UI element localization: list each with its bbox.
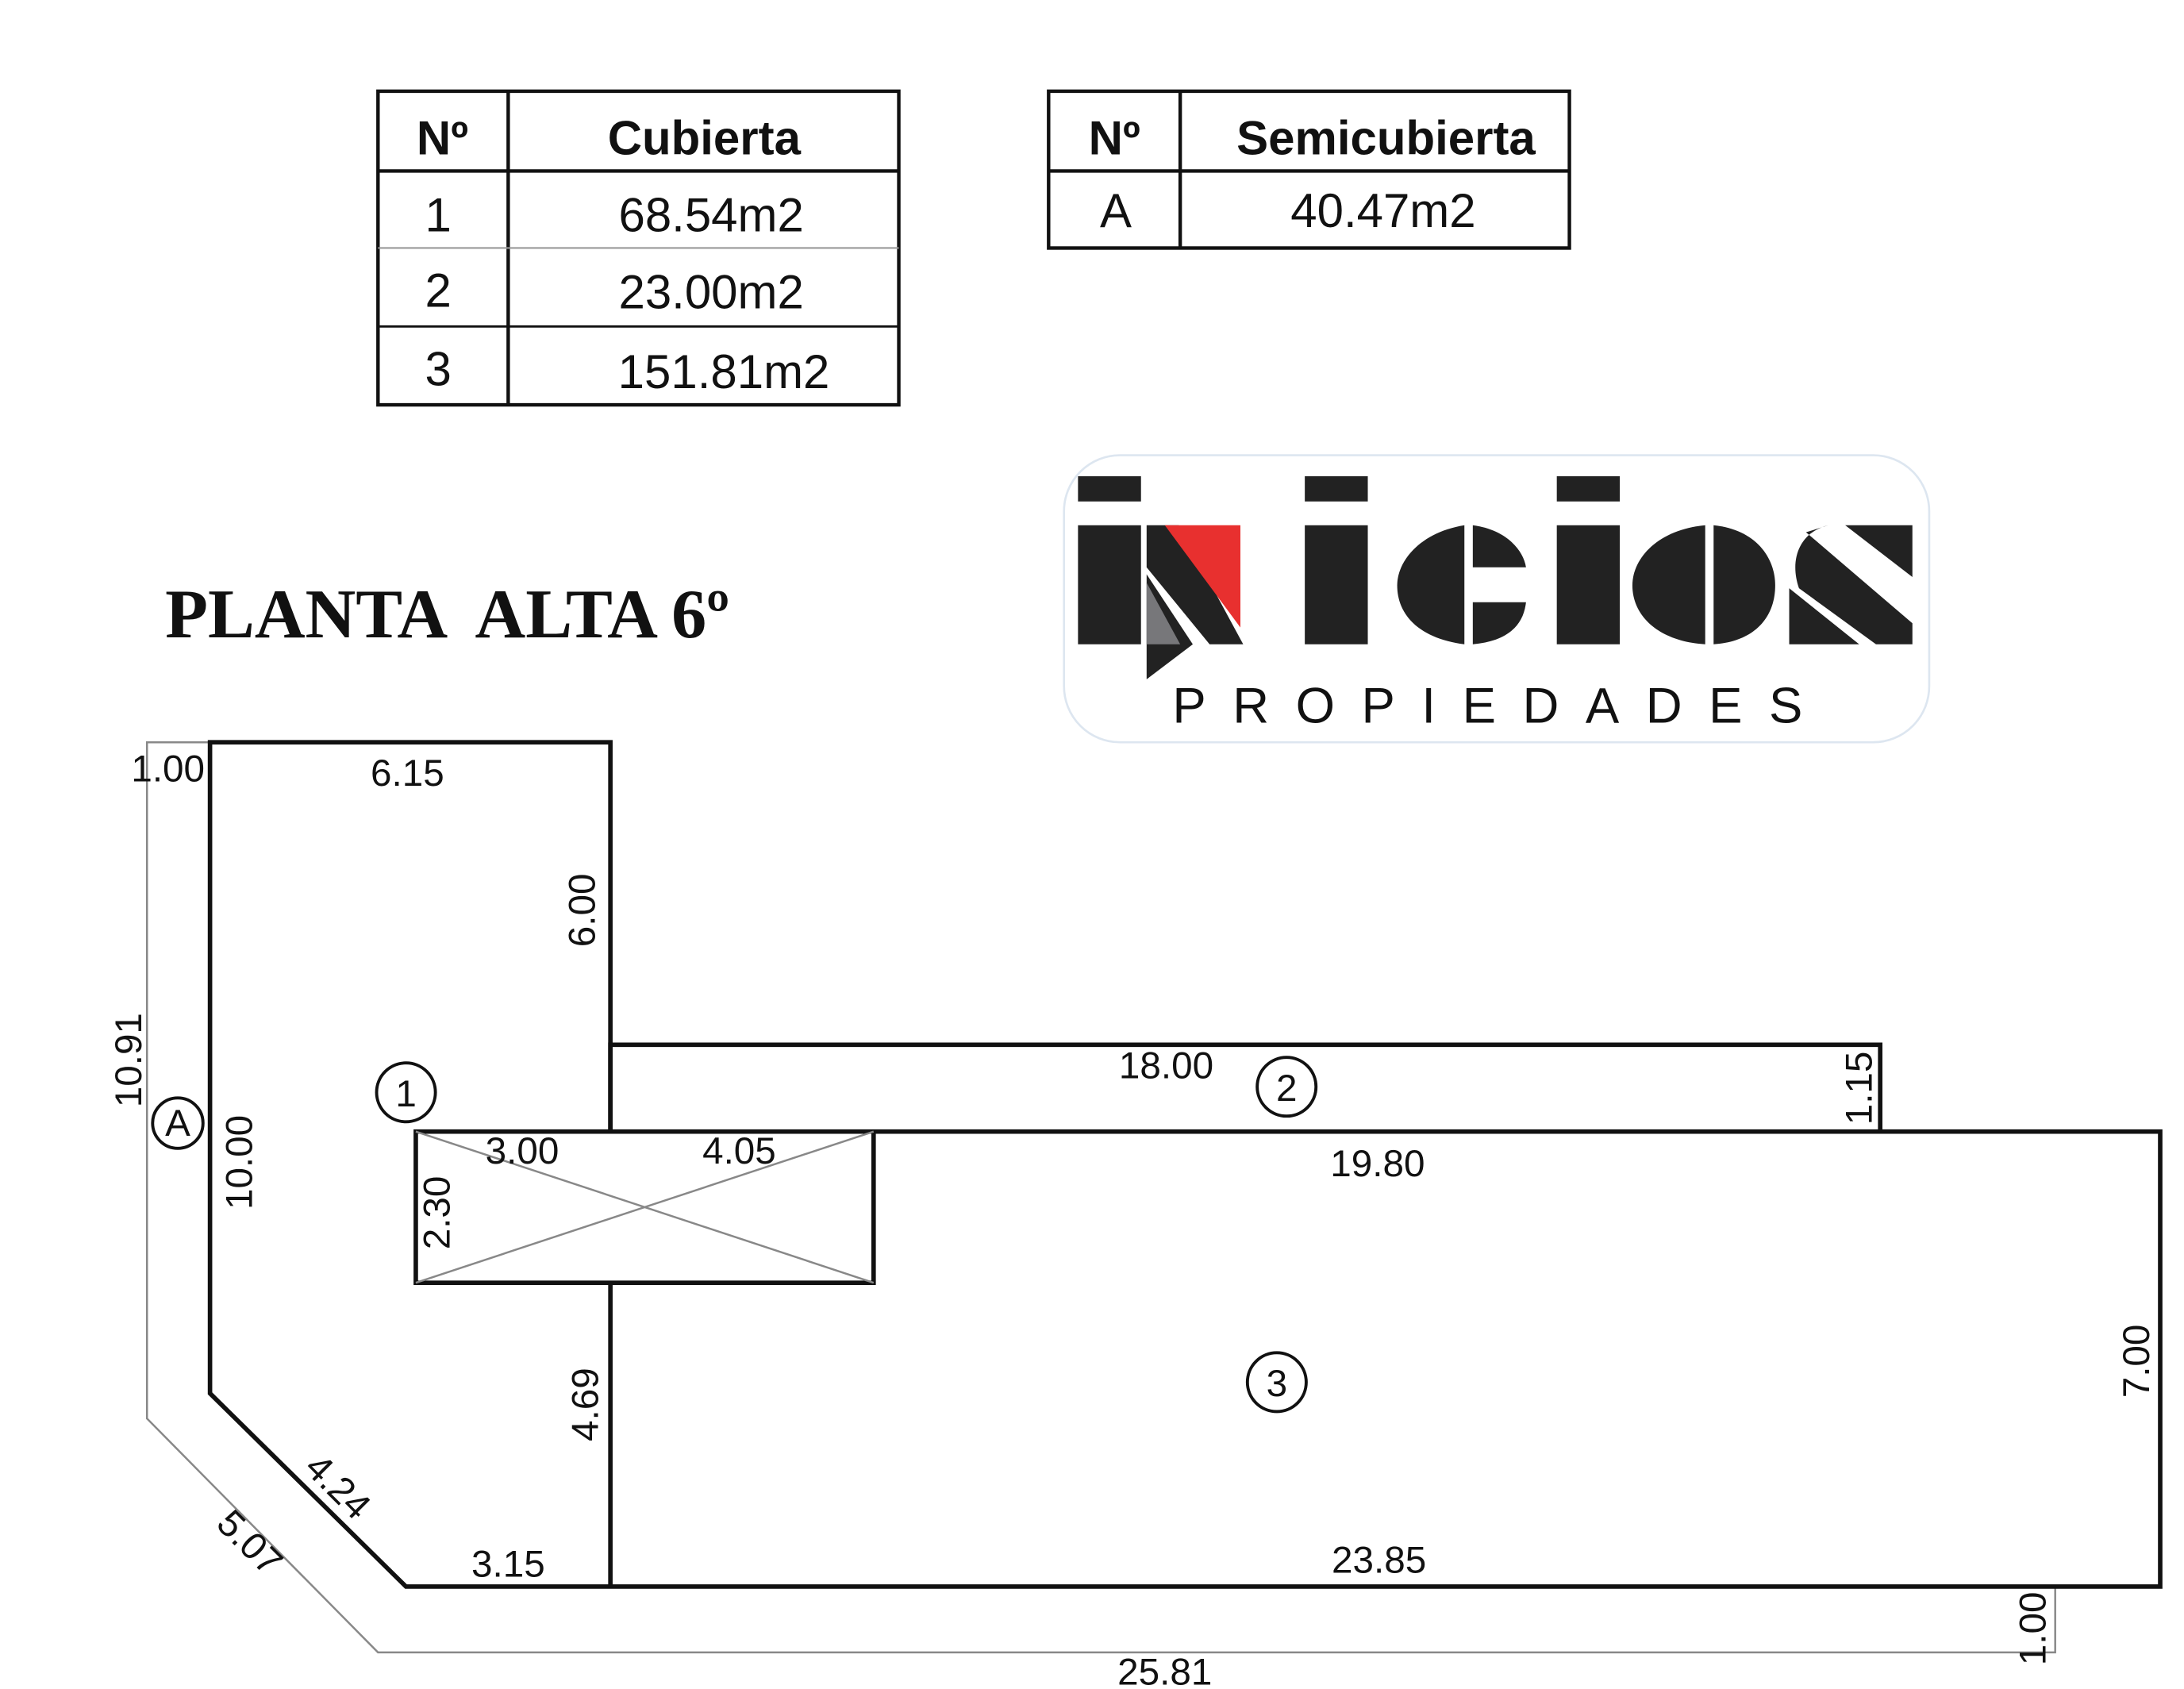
dim-label: 5.07 [209,1502,290,1583]
room-marker-3: 3 [1245,1351,1308,1414]
dim-label: 4.69 [564,1368,606,1441]
dim-label: 2.30 [416,1176,458,1250]
semicubierta-outline [145,741,2056,1654]
void-cross [415,1130,875,1284]
dim-label: 1.00 [131,748,205,791]
table-header: Cubierta [608,111,802,164]
walls [207,740,2163,1589]
table-cell: 40.47m2 [1290,184,1475,237]
svg-text:1: 1 [395,1073,416,1115]
dim-label: 1.15 [1839,1052,1881,1125]
table-cell: 68.54m2 [618,188,803,241]
table-cell: 2 [425,264,451,317]
dim-label: 18.00 [1119,1045,1213,1087]
dim-label: 6.00 [562,874,604,948]
table-cell: 151.81m2 [618,345,830,398]
table-cell: 23.00m2 [618,265,803,318]
dim-label: 3.00 [486,1130,559,1172]
table-cell: A [1100,184,1132,237]
svg-text:2: 2 [1276,1068,1298,1110]
dim-label: 10.00 [219,1115,261,1210]
room-marker-2: 2 [1255,1056,1318,1118]
logo-subtitle: PROPIEDADES [1172,679,1828,734]
dim-label: 3.15 [471,1544,545,1586]
room-marker-a: A [151,1096,205,1150]
table-semicubierta: Nº Semicubierta A 40.47m2 [1047,89,1571,250]
dim-label: 4.05 [702,1130,776,1172]
table-header: Nº [1089,111,1140,164]
dim-label: 23.85 [1332,1539,1426,1581]
dim-label: 1.00 [2012,1592,2054,1666]
inicios-logo: PROPIEDADES [1063,454,1931,744]
dim-label: 25.81 [1117,1651,1212,1689]
dim-label: 19.80 [1330,1143,1425,1185]
table-cubierta: Nº Cubierta 1 68.54m2 2 23.00m2 3 151.81… [376,89,901,407]
dim-label: 10.91 [108,1013,150,1107]
table-header: Nº [417,111,468,164]
table-cell: 1 [425,188,451,241]
dim-label: 7.00 [2116,1325,2158,1399]
dim-label: 6.15 [371,752,444,794]
table-cell: 3 [425,342,451,395]
svg-text:A: A [165,1102,190,1145]
plan-title: PLANTA ALTA 6º [165,575,729,653]
dim-label: 4.24 [297,1446,379,1528]
svg-text:3: 3 [1267,1363,1288,1405]
table-header: Semicubierta [1236,111,1536,164]
room-marker-1: 1 [375,1061,437,1124]
